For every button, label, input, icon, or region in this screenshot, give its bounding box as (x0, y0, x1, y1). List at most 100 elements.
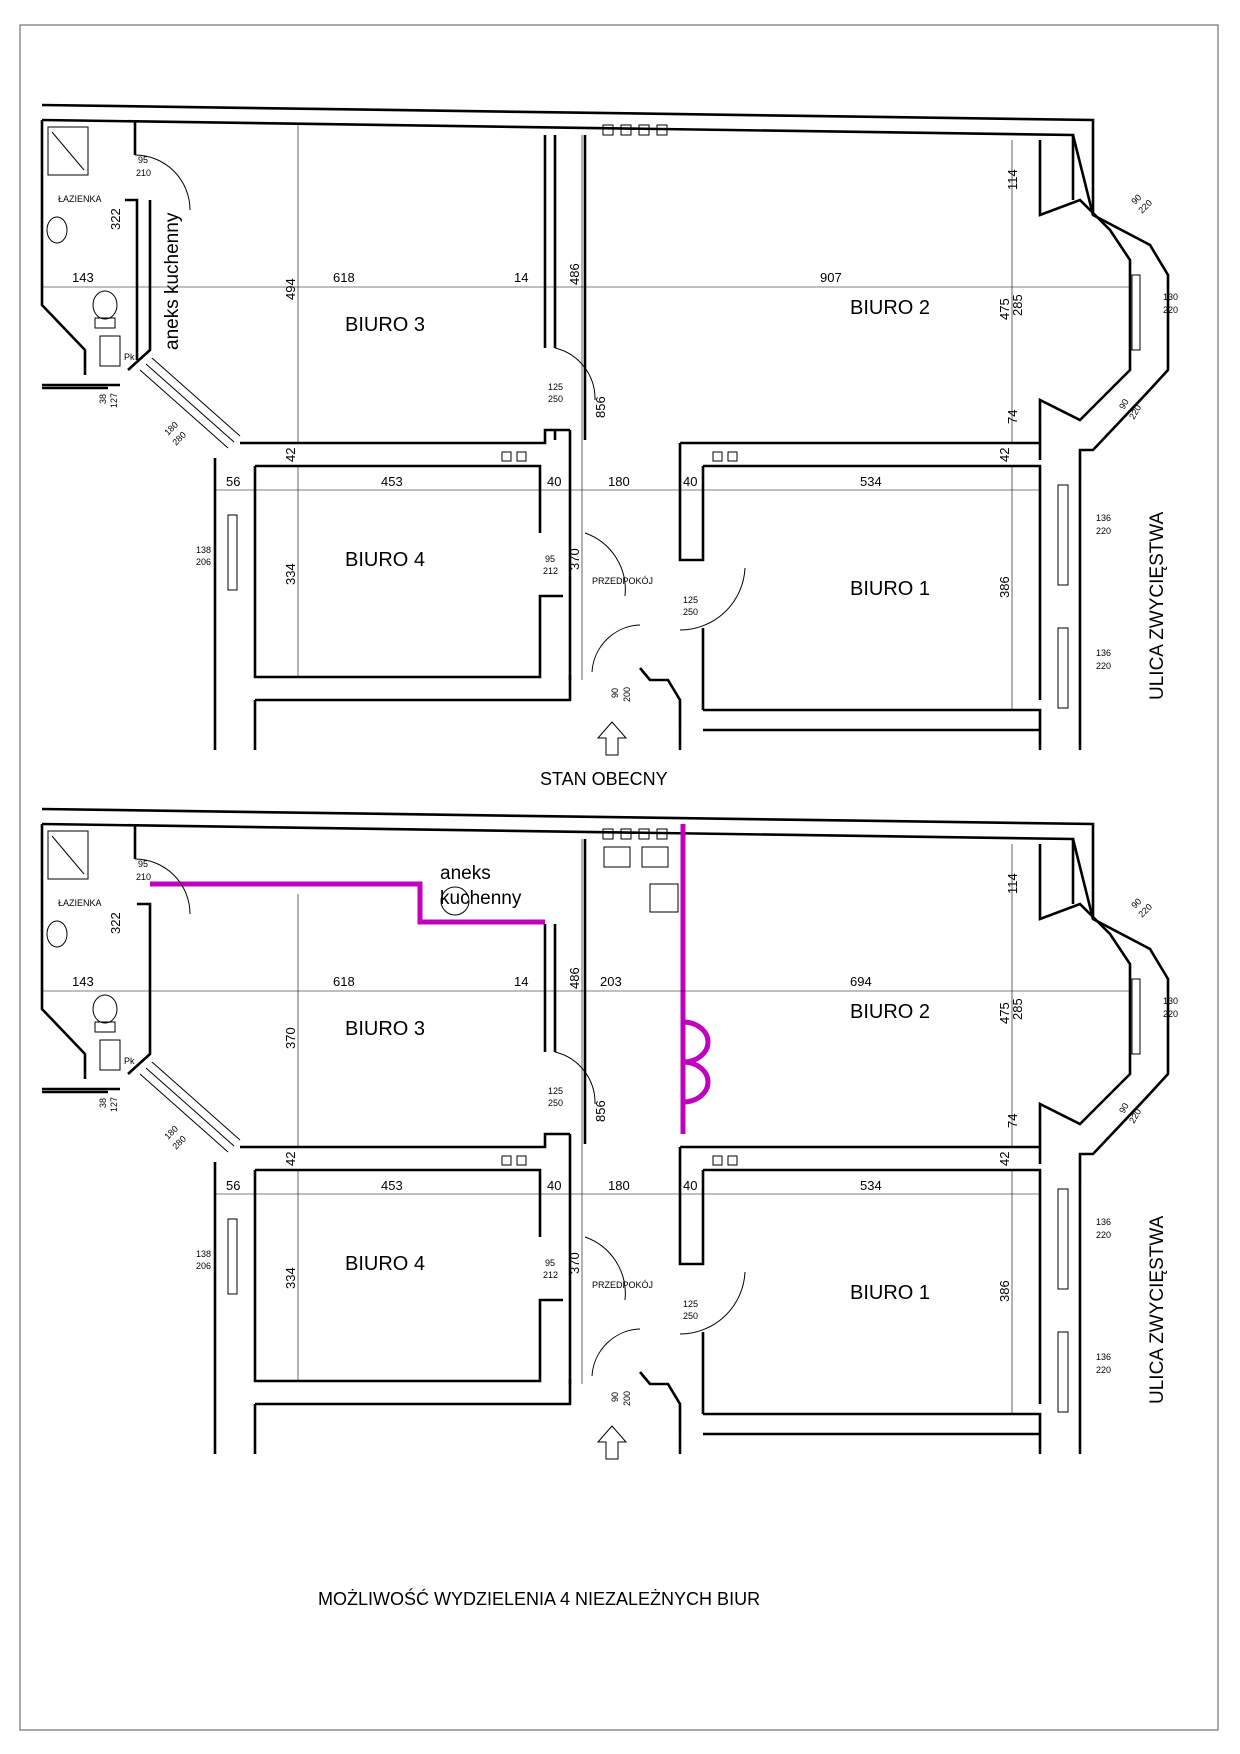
window-b1a-a: 136 (1096, 513, 1111, 523)
window-b1b-b: 220 (1096, 661, 1111, 671)
window-biuro3-line1 (139, 369, 229, 449)
window-b4-a: 138 (196, 1249, 211, 1259)
door-biuro1 (679, 567, 746, 631)
dim-b4-56: 56 (226, 1178, 240, 1193)
toilet (92, 290, 118, 320)
window-b4-b: 206 (196, 1261, 211, 1271)
vents (501, 828, 738, 1166)
room-aneks-line1: aneks (440, 863, 491, 884)
dim-corridor-180: 180 (608, 474, 630, 489)
door-biuro3 (554, 1051, 596, 1105)
door-b3-a: 125 (548, 382, 563, 392)
bathroom-fixtures (46, 830, 679, 1071)
dim-b2-74: 74 (1005, 1114, 1020, 1128)
kitchen-sink-symbol (440, 886, 470, 916)
plan-caption: STAN OBECNY (540, 769, 668, 789)
door-biuro3 (554, 347, 596, 401)
wall-b2-b1-bottom (703, 464, 1042, 700)
dim-b1-h: 386 (997, 576, 1012, 598)
dim-b2-w: 907 (820, 270, 842, 285)
sink (46, 216, 68, 244)
door-bath-b: 210 (136, 168, 151, 178)
outer-wall-top-inner (41, 118, 1075, 200)
dim-wall486: 486 (567, 263, 582, 285)
kitchenette-wall (127, 200, 152, 371)
new-door-biuro2 (682, 1019, 711, 1065)
wall-entry (639, 1371, 682, 1434)
door-bath-a: 95 (138, 859, 148, 869)
room-biuro2: BIURO 2 (850, 1001, 930, 1023)
dim-w40a: 40 (547, 1178, 561, 1193)
dim-b3-gap: 14 (514, 270, 528, 285)
dim-b1-h: 386 (997, 1280, 1012, 1302)
bathroom-partition (127, 902, 152, 1075)
dim-b4-w: 453 (381, 474, 403, 489)
dim-corridor-370: 370 (567, 1252, 582, 1274)
dim-corridor-180: 180 (608, 1178, 630, 1193)
outer-wall-top-outer (41, 103, 1095, 215)
dimension-lines (42, 839, 1130, 1414)
vent-6 (516, 451, 527, 462)
dim-b1-w: 534 (860, 1178, 882, 1193)
dim-b2-74: 74 (1005, 410, 1020, 424)
wall-entry (639, 667, 682, 730)
vent-5 (501, 451, 512, 462)
wall-corridor-east (678, 443, 705, 562)
wall-b3-b4-bottom (255, 464, 542, 533)
window-b1-lower (1057, 1331, 1069, 1413)
bathroom-wall (40, 824, 87, 1079)
dim-b2-475: 475 (997, 1002, 1012, 1024)
room-biuro4: BIURO 4 (345, 549, 425, 571)
diagonal-window (139, 1061, 241, 1153)
corridor-fixture-1 (603, 846, 631, 868)
vents (501, 124, 738, 462)
door-entry (591, 624, 641, 673)
window-b1-lower (1057, 627, 1069, 709)
dim-b2-285: 285 (1010, 294, 1025, 316)
door-b1-b: 250 (683, 1311, 698, 1321)
wall-biuro4-west-2 (253, 1170, 563, 1383)
room-aneks-line2: kuchenny (440, 888, 522, 909)
window-b1a-b: 220 (1096, 526, 1111, 536)
window-bay3-b: 220 (1127, 1107, 1143, 1125)
outer-wall-top-outer (41, 807, 1095, 919)
dim-b4-h: 334 (283, 563, 298, 585)
entry-arrow (596, 1425, 628, 1460)
door-b1-a: 125 (683, 595, 698, 605)
door-entry (591, 1328, 641, 1377)
shower-diagonal (51, 835, 85, 875)
room-biuro3: BIURO 3 (345, 1018, 425, 1040)
wall-biuro4-west-2 (253, 466, 563, 679)
toilet-tank (94, 1021, 116, 1033)
dim-b3-h: 370 (283, 1027, 298, 1049)
dim-b4-56: 56 (226, 474, 240, 489)
shower-tray (47, 830, 89, 880)
bathroom-wall (40, 120, 87, 375)
window-bay-mid (1131, 978, 1141, 1055)
opening-labels: 95 210 125 250 95 212 125 250 90 200 138… (98, 155, 1178, 702)
door-biuro1 (679, 1271, 746, 1335)
dim-b4-h: 334 (283, 1267, 298, 1289)
window-b1b-b: 220 (1096, 1365, 1111, 1375)
sink (46, 920, 68, 948)
walls (40, 807, 1170, 1454)
entry-arrow (596, 721, 628, 756)
diagonal-window (139, 357, 241, 449)
wall-b2-b1-bottom (703, 1168, 1042, 1404)
dim-corridor-370: 370 (567, 548, 582, 570)
wall-biuro2-bay-outer (1071, 134, 1170, 480)
plan-proposed: BIURO 3 BIURO 2 BIURO 4 BIURO 1 PRZEDPOK… (40, 807, 1178, 1609)
plan-caption: MOŻLIWOŚĆ WYDZIELENIA 4 NIEZALEŻNYCH BIU… (318, 1588, 760, 1609)
facade-windows (227, 274, 1141, 709)
toilet-tank (94, 317, 116, 329)
dim-w42b: 42 (997, 1152, 1012, 1166)
window-biuro3-line3 (151, 357, 241, 437)
room-lazienka: ŁAZIENKA (58, 194, 102, 204)
wall-biuro1-bottom (703, 708, 1042, 750)
dim-corridor-203: 203 (600, 974, 622, 989)
window-bay2-a: 130 (1163, 996, 1178, 1006)
door-b4-b: 212 (543, 566, 558, 576)
dim-bath-h: 322 (108, 208, 123, 230)
sheet-border (19, 24, 1219, 1731)
